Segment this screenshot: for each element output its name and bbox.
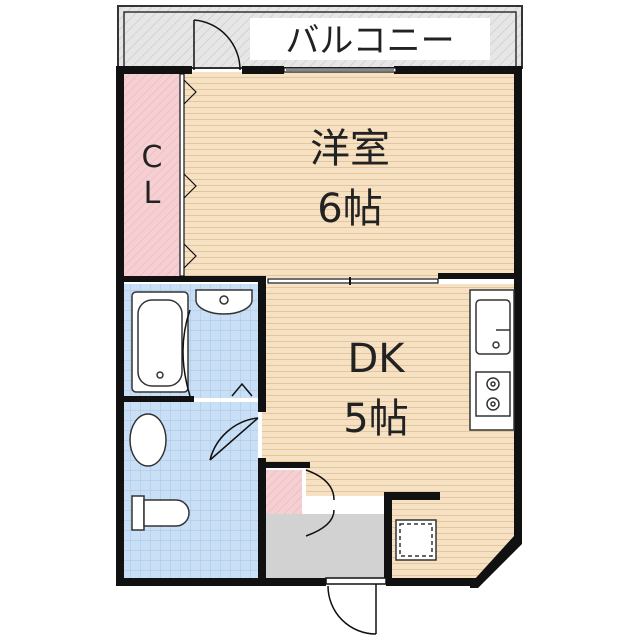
- dk-name: DK: [347, 336, 406, 382]
- closet-doors: [179, 73, 197, 277]
- balcony: バルコニー: [117, 5, 523, 69]
- western-room-name: 洋室: [310, 126, 390, 172]
- western-room-size: 6帖: [317, 186, 382, 232]
- closet-label-bottom: L: [144, 176, 161, 211]
- washbasin: [195, 289, 253, 315]
- closet: C L: [122, 72, 180, 278]
- western-room-floor: [182, 72, 516, 278]
- balcony-window: [283, 67, 397, 73]
- toilet: [129, 413, 190, 531]
- bathtub: [131, 291, 189, 393]
- kitchen-counter: [469, 289, 515, 431]
- balcony-door: [193, 19, 241, 71]
- dk-floor: [262, 284, 516, 580]
- walls: [116, 66, 522, 588]
- appliance-space: [395, 519, 437, 561]
- dk-size: 5帖: [343, 396, 408, 442]
- storage-doors: [305, 469, 335, 537]
- entrance-door: [325, 577, 387, 635]
- bath-door: [182, 309, 253, 397]
- balcony-label: バルコニー: [285, 21, 454, 61]
- toilet-door: [209, 417, 259, 461]
- entrance-floor: [266, 514, 390, 580]
- closet-label-top: C: [142, 140, 163, 175]
- sliding-door-western-dk: [267, 273, 516, 285]
